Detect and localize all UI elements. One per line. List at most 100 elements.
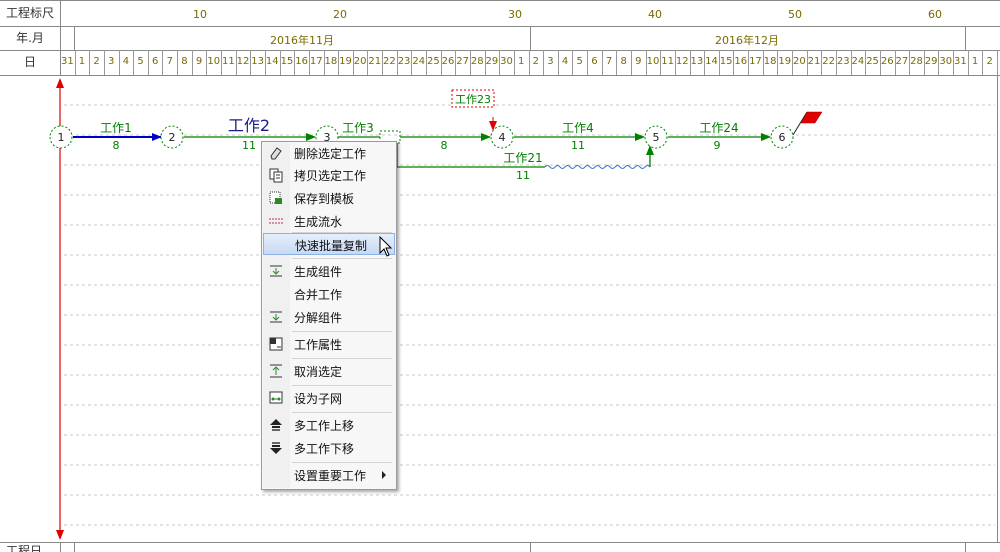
- day-cell: 12: [236, 56, 250, 67]
- month-label: 2016年11月: [270, 34, 334, 47]
- day-cell: 25: [426, 56, 440, 67]
- day-divider: [118, 50, 120, 75]
- menu-separator: [292, 358, 392, 359]
- day-divider: [689, 50, 691, 75]
- menu-item-merge-work[interactable]: 合并工作: [294, 288, 343, 302]
- floating-work-label: 工作23: [455, 93, 491, 106]
- menu-item-quick-batch-copy[interactable]: 快速批量复制: [263, 233, 395, 255]
- day-divider: [616, 50, 618, 75]
- event-node[interactable]: 2: [160, 125, 184, 149]
- day-divider: [411, 50, 413, 75]
- day-divider: [704, 50, 706, 75]
- day-divider: [953, 50, 955, 75]
- day-cell: 14: [265, 56, 279, 67]
- grid-lines: [64, 104, 995, 526]
- day-cell: 18: [763, 56, 777, 67]
- menu-item-work-properties[interactable]: 工作属性: [263, 333, 395, 355]
- day-divider: [89, 50, 91, 75]
- menu-item-deselect[interactable]: 取消选定: [263, 360, 395, 382]
- network-canvas[interactable]: 1 2 3 4 5 6 工作1 8 工作2 11 工作3 8 工作4 11: [0, 76, 1000, 542]
- day-cell: 14: [705, 56, 718, 67]
- menu-item-set-subnet[interactable]: 设为子网: [263, 387, 395, 409]
- day-divider: [499, 50, 501, 75]
- day-divider: [103, 50, 105, 75]
- menu-separator: [292, 412, 392, 413]
- menu-item-move-up[interactable]: 多工作上移: [263, 414, 395, 436]
- day-cell: 3: [547, 56, 554, 67]
- day-divider: [528, 50, 530, 75]
- day-divider: [997, 50, 998, 75]
- day-divider: [426, 50, 428, 75]
- work-label: 工作24: [699, 121, 738, 135]
- day-cell: 15: [280, 56, 294, 67]
- menu-item-copy-selected[interactable]: 拷贝选定工作: [263, 164, 395, 186]
- scale-number: 30: [508, 8, 522, 21]
- event-node[interactable]: 1: [49, 125, 73, 149]
- work-label: 工作2: [228, 116, 270, 135]
- day-cell: 12: [675, 56, 689, 67]
- day-divider: [982, 50, 984, 75]
- day-cell: 24: [412, 56, 426, 67]
- day-cell: 29: [485, 56, 499, 67]
- ruler-label: 工程标尺: [5, 6, 54, 20]
- day-cell: 8: [620, 56, 627, 67]
- menu-separator: [292, 462, 392, 463]
- day-cell: 7: [605, 56, 613, 67]
- menu-item-generate-group[interactable]: 生成组件: [263, 260, 395, 282]
- day-divider: [191, 50, 193, 75]
- day-cell: 22: [822, 56, 835, 67]
- day-cell: 9: [195, 56, 203, 67]
- menu-item-save-template[interactable]: 保存到模板: [263, 187, 395, 209]
- day-divider: [177, 50, 179, 75]
- scale-number: 20: [333, 8, 347, 21]
- day-cell: 24: [851, 56, 865, 67]
- day-cell: 7: [166, 56, 173, 67]
- day-cell: 9: [635, 56, 642, 67]
- menu-item-set-important[interactable]: 设置重要工作: [263, 464, 395, 486]
- floating-work-box: [451, 89, 495, 108]
- day-cell: 1: [971, 56, 979, 67]
- move-up-icon: [270, 419, 282, 431]
- day-cell: 20: [792, 56, 806, 67]
- deselect-icon: [270, 364, 282, 378]
- day-cell: 15: [719, 56, 733, 67]
- event-node[interactable]: 6: [770, 125, 794, 149]
- day-cell: 28: [910, 56, 923, 67]
- day-divider: [206, 50, 208, 75]
- scale-number: 10: [193, 8, 207, 21]
- menu-item-generate-flow[interactable]: 生成流水: [263, 210, 395, 232]
- work-duration: 9: [714, 139, 721, 152]
- day-divider: [821, 50, 823, 75]
- menu-item-move-down[interactable]: 多工作下移: [263, 437, 395, 459]
- day-cell: 10: [207, 56, 221, 67]
- menu-separator: [292, 331, 392, 332]
- work-label: 工作3: [342, 121, 374, 135]
- menu-item-split-group[interactable]: 分解组件: [263, 306, 395, 328]
- yearmonth-label: 年.月: [16, 31, 44, 45]
- properties-icon: [269, 337, 283, 351]
- day-divider: [455, 50, 457, 75]
- day-cell: 31: [60, 56, 74, 67]
- day-divider: [338, 50, 340, 75]
- finish-flag: [800, 111, 823, 124]
- work-21-wavy-float: [544, 165, 651, 169]
- day-cell: 19: [339, 56, 352, 67]
- event-node[interactable]: 4: [490, 125, 514, 149]
- month-label: 2016年12月: [715, 34, 779, 47]
- day-divider: [733, 50, 735, 75]
- menu-separator: [292, 258, 392, 259]
- work-21-arrow: [396, 143, 545, 168]
- svg-text:5: 5: [653, 131, 660, 144]
- day-divider: [440, 50, 442, 75]
- day-cell: 23: [836, 56, 850, 67]
- day-divider: [382, 50, 384, 75]
- day-divider: [806, 50, 808, 75]
- day-divider: [221, 50, 223, 75]
- day-cell: 11: [661, 56, 674, 67]
- menu-item-delete-selected[interactable]: 删除选定工作: [263, 142, 395, 164]
- menu-separator: [292, 232, 392, 233]
- day-divider: [865, 50, 867, 75]
- svg-text:2: 2: [169, 131, 176, 144]
- event-node[interactable]: 5: [644, 125, 668, 149]
- day-cell: 1: [517, 56, 525, 67]
